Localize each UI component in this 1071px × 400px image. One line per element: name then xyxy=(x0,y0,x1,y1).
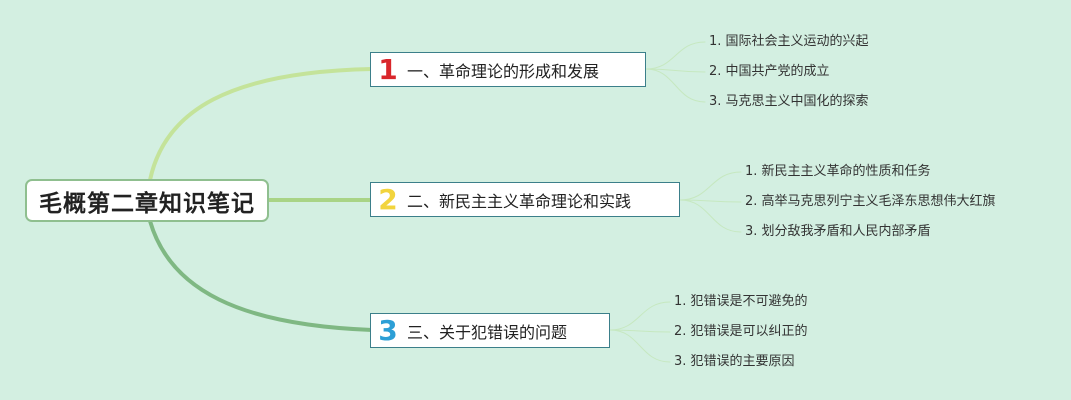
leaf-item[interactable]: 1. 犯错误是不可避免的 xyxy=(674,294,808,309)
leaf-item[interactable]: 2. 中国共产党的成立 xyxy=(709,64,830,79)
branch-node-2[interactable]: 2 二、新民主主义革命理论和实践 xyxy=(370,182,680,217)
root-node[interactable]: 毛概第二章知识笔记 xyxy=(25,179,269,222)
leaf-connector xyxy=(679,171,742,201)
leaf-item[interactable]: 2. 犯错误是可以纠正的 xyxy=(674,324,808,339)
leaf-item[interactable]: 3. 马克思主义中国化的探索 xyxy=(709,94,869,109)
branch-node-3[interactable]: 3 三、关于犯错误的问题 xyxy=(370,313,610,348)
branch-title-2: 二、新民主主义革命理论和实践 xyxy=(407,191,632,211)
connector-branch-3 xyxy=(148,219,374,332)
branch-node-1[interactable]: 1 一、革命理论的形成和发展 xyxy=(370,52,646,87)
leaf-connector xyxy=(645,68,706,103)
leaf-item[interactable]: 2. 高举马克思列宁主义毛泽东思想伟大红旗 xyxy=(745,194,996,209)
leaf-item[interactable]: 3. 犯错误的主要原因 xyxy=(674,354,795,369)
branch-number-1-icon: 1 xyxy=(378,52,398,86)
leaf-connector xyxy=(679,199,742,233)
branch-number-2-icon: 2 xyxy=(378,182,398,216)
branch-title-1: 一、革命理论的形成和发展 xyxy=(407,61,600,81)
leaf-item[interactable]: 3. 划分敌我矛盾和人民内部矛盾 xyxy=(745,224,931,239)
branch-number-3-icon: 3 xyxy=(378,313,398,347)
connector-branch-1 xyxy=(148,67,374,182)
leaf-connector xyxy=(645,68,706,73)
leaf-item[interactable]: 1. 国际社会主义运动的兴起 xyxy=(709,34,869,49)
leaf-connector xyxy=(609,329,671,363)
branch-title-3: 三、关于犯错误的问题 xyxy=(407,322,568,342)
leaf-item[interactable]: 1. 新民主主义革命的性质和任务 xyxy=(745,164,931,179)
leaf-connector xyxy=(609,301,671,331)
leaf-connector xyxy=(679,199,742,203)
leaf-connector xyxy=(609,329,671,333)
root-title: 毛概第二章知识笔记 xyxy=(39,190,255,217)
leaf-connector xyxy=(645,41,706,70)
